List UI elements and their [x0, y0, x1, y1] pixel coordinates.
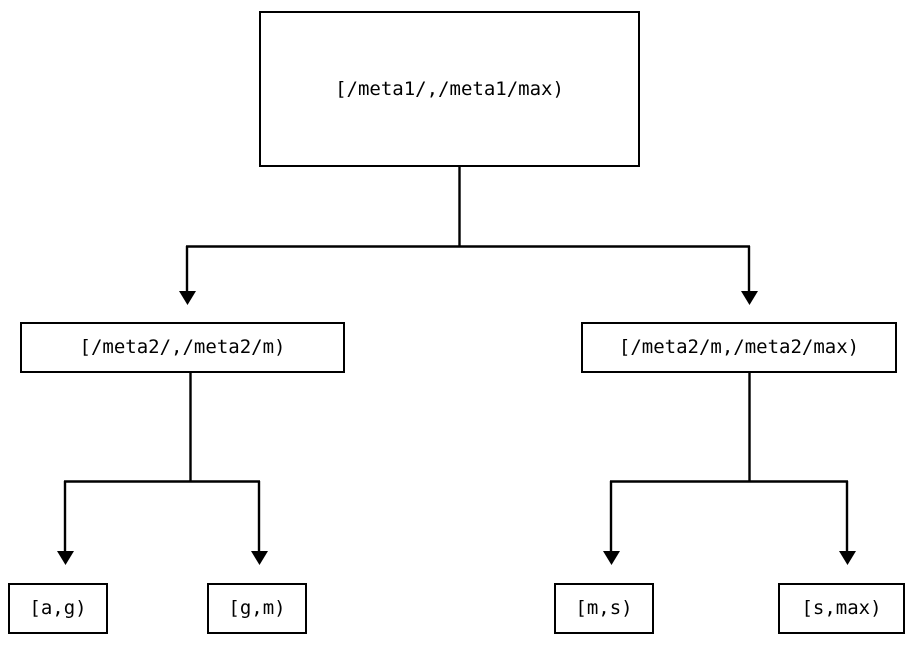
arrowhead-leaf-2 — [251, 551, 268, 565]
node-leaf-1[interactable]: [a,g) — [8, 583, 108, 634]
node-mid-right[interactable]: [/meta2/m,/meta2/max) — [581, 322, 897, 373]
node-leaf-3[interactable]: [m,s) — [554, 583, 654, 634]
arrowhead-mid-right — [741, 291, 758, 305]
arrowhead-leaf-3 — [603, 551, 620, 565]
node-leaf-3-label: [m,s) — [575, 597, 633, 619]
node-leaf-2-label: [g,m) — [228, 597, 286, 619]
node-root-label: [/meta1/,/meta1/max) — [335, 77, 564, 100]
node-mid-left-label: [/meta2/,/meta2/m) — [79, 336, 286, 358]
node-mid-right-label: [/meta2/m,/meta2/max) — [618, 336, 860, 358]
node-leaf-4[interactable]: [s,max) — [778, 583, 905, 634]
node-leaf-1-label: [a,g) — [29, 597, 87, 619]
node-root[interactable]: [/meta1/,/meta1/max) — [259, 11, 640, 167]
node-mid-left[interactable]: [/meta2/,/meta2/m) — [20, 322, 345, 373]
arrowhead-leaf-4 — [839, 551, 856, 565]
node-leaf-2[interactable]: [g,m) — [207, 583, 307, 634]
node-leaf-4-label: [s,max) — [801, 597, 882, 619]
arrowhead-leaf-1 — [57, 551, 74, 565]
arrowhead-mid-left — [179, 291, 196, 305]
